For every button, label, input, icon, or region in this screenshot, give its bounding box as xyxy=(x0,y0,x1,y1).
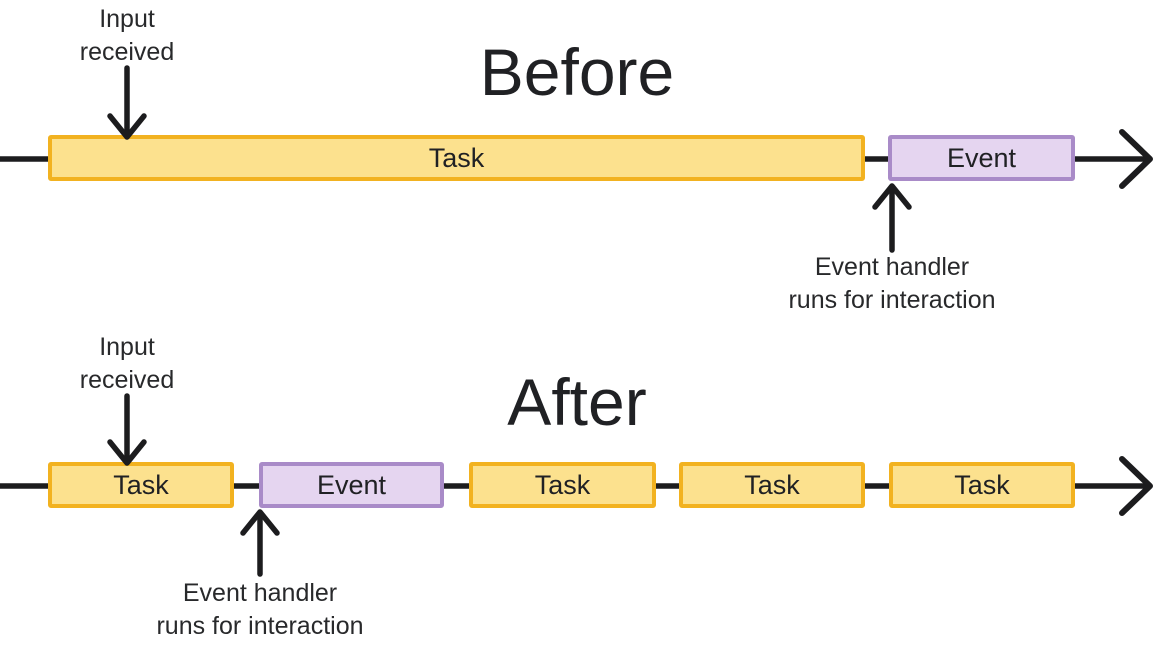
before-section-title: Before xyxy=(479,35,675,109)
after-input-arrowhead-icon xyxy=(107,439,147,466)
after-event-block: Event xyxy=(259,462,444,508)
before-input-arrowhead-icon xyxy=(107,113,147,140)
after-timeline-arrowhead-icon xyxy=(1119,456,1153,516)
before-input-received-label: Input received xyxy=(79,5,175,66)
after-task-block-3: Task xyxy=(679,462,865,508)
after-event-handler-label: Event handler runs for interaction xyxy=(156,579,364,640)
before-event-block: Event xyxy=(888,135,1075,181)
before-handler-arrowhead-icon xyxy=(872,183,912,210)
before-event-handler-label: Event handler runs for interaction xyxy=(788,253,996,314)
after-handler-arrowhead-icon xyxy=(240,509,280,536)
after-task-block-1: Task xyxy=(48,462,234,508)
before-task-block: Task xyxy=(48,135,865,181)
after-task-block-2: Task xyxy=(469,462,656,508)
after-section-title: After xyxy=(507,365,647,439)
before-timeline-arrowhead-icon xyxy=(1119,129,1153,189)
after-task-block-4: Task xyxy=(889,462,1075,508)
after-input-received-label: Input received xyxy=(79,333,175,394)
